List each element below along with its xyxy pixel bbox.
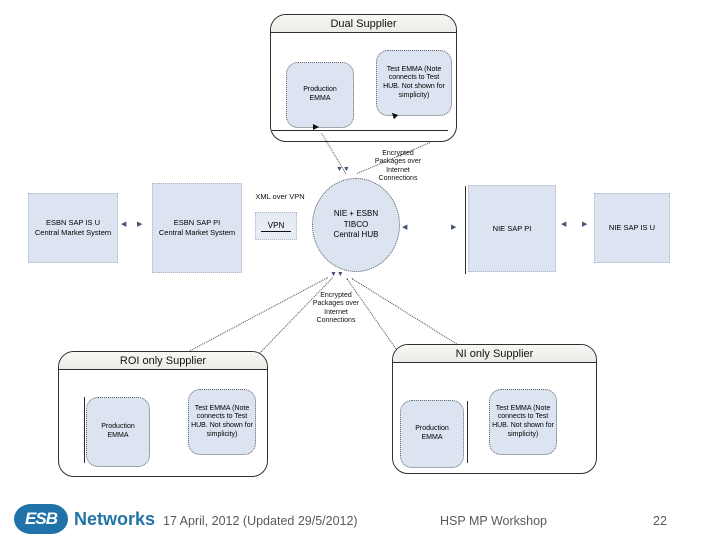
nie-sap-pi-box: NIE SAP PI xyxy=(468,185,556,272)
nie-sap-isu-box: NIE SAP IS U xyxy=(594,193,670,263)
vpn-underline xyxy=(261,230,291,232)
arrow-left-icon: ◀ xyxy=(561,221,567,228)
dual-supplier-title: Dual Supplier xyxy=(271,15,456,33)
roi-production-emma-node: Production EMMA xyxy=(86,397,150,467)
ni-test-emma-node: Test EMMA (Note connects to Test HUB. No… xyxy=(489,389,557,455)
roi-test-emma-node: Test EMMA (Note connects to Test HUB. No… xyxy=(188,389,256,455)
dual-bottom-connector-line xyxy=(272,130,448,131)
vpn-label: VPN xyxy=(267,220,285,230)
down-arrows-top-icon: ▼▼ xyxy=(336,166,350,173)
arrowhead-right-icon xyxy=(313,124,319,130)
nie-sap-pi-left-line xyxy=(465,186,466,274)
esbn-sap-isu-box: ESBN SAP IS U Central Market System xyxy=(28,193,118,263)
encrypted-label-bottom: Encrypted Packages over Internet Connect… xyxy=(312,292,360,325)
dual-production-emma-node: Production EMMA xyxy=(286,62,354,128)
roi-prod-left-line xyxy=(84,397,85,463)
esb-logo-wordmark: Networks xyxy=(74,508,156,529)
xml-over-vpn-label: XML over VPN xyxy=(255,192,305,201)
arrow-right-icon: ▶ xyxy=(582,221,588,228)
encrypted-label-top: Encrypted Packages over Internet Connect… xyxy=(374,150,422,183)
footer-date: 17 April, 2012 (Updated 29/5/2012) xyxy=(163,514,358,528)
dual-test-emma-node: Test EMMA (Note connects to Test HUB. No… xyxy=(376,50,452,116)
ni-production-emma-node: Production EMMA xyxy=(400,400,464,468)
arrow-left-icon: ◀ xyxy=(121,221,127,228)
ni-supplier-title: NI only Supplier xyxy=(393,345,596,363)
arrow-right-icon: ▶ xyxy=(137,221,143,228)
central-hub-circle: NIE + ESBN TIBCO Central HUB xyxy=(312,178,400,272)
arrow-right-icon: ▶ xyxy=(451,224,457,231)
footer-page-number: 22 xyxy=(653,514,667,528)
down-arrows-bottom-icon: ▼▼ xyxy=(330,271,344,278)
esbn-sap-pi-box: ESBN SAP PI Central Market System xyxy=(152,183,242,273)
esb-logo-icon: ESB xyxy=(14,504,68,534)
footer-workshop: HSP MP Workshop xyxy=(440,514,547,528)
vpn-box: VPN xyxy=(255,212,297,240)
roi-supplier-title: ROI only Supplier xyxy=(59,352,267,370)
esb-networks-logo: ESB Networks xyxy=(14,504,155,534)
ni-prod-right-line xyxy=(467,401,468,463)
arrow-left-icon: ◀ xyxy=(402,224,408,231)
